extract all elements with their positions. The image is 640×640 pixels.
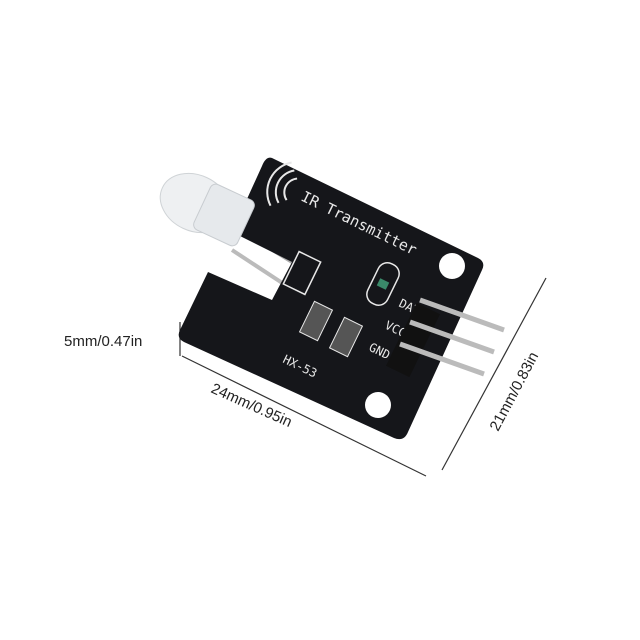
led-pad-outline [282,250,322,296]
resistor [298,300,334,342]
ir-led [159,172,255,247]
resistor [328,316,364,358]
thickness-label: 5mm/0.47in [64,333,142,350]
mounting-hole [439,253,465,279]
pin-header [385,297,505,378]
width-dimension-line [441,277,547,471]
length-dimension-line [181,355,427,477]
signal-waves-icon [266,161,298,207]
width-label: 21mm/0.83in [487,349,543,434]
indicator-led-die [376,278,390,290]
mounting-hole [365,392,391,418]
indicator-led [366,262,400,306]
